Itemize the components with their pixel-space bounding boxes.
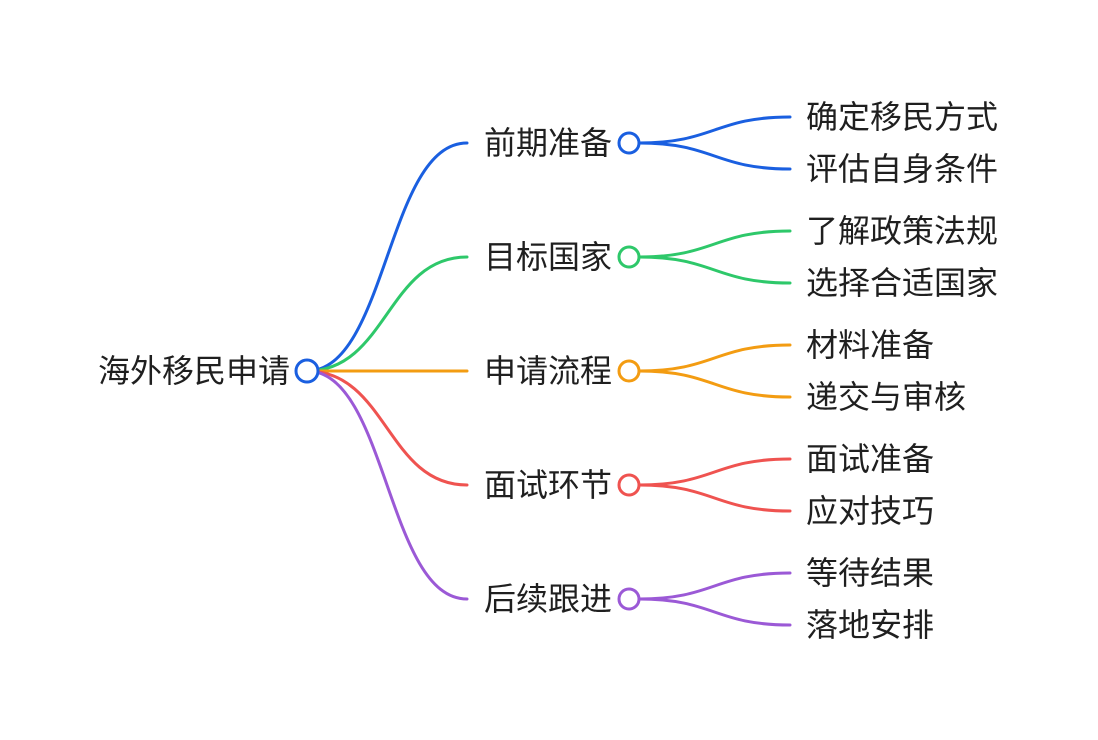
- child-node-label: 递交与审核: [806, 378, 966, 416]
- branch-node-label: 申请流程: [484, 352, 612, 390]
- link-root-to-branch-4: [305, 369, 469, 487]
- branch-collapse-toggle[interactable]: [617, 587, 641, 611]
- link-layer: [305, 115, 792, 627]
- child-node-label: 确定移民方式: [806, 98, 998, 136]
- branch-node-label: 前期准备: [484, 124, 612, 162]
- child-node-label: 落地安排: [806, 606, 934, 644]
- root-collapse-toggle[interactable]: [294, 358, 320, 384]
- link-branch-1-child-1: [637, 115, 792, 145]
- child-node-label: 选择合适国家: [806, 264, 998, 302]
- link-branch-4-child-1: [637, 457, 792, 487]
- link-branch-5-child-1: [637, 571, 792, 601]
- branch-collapse-toggle[interactable]: [617, 473, 641, 497]
- child-node-label: 应对技巧: [806, 492, 934, 530]
- root-node-label: 海外移民申请: [98, 352, 290, 390]
- link-root-to-branch-5: [305, 369, 469, 601]
- branch-node-label: 后续跟进: [484, 580, 612, 618]
- branch-collapse-toggle[interactable]: [617, 245, 641, 269]
- link-root-to-branch-2: [305, 255, 469, 373]
- branch-node-label: 面试环节: [484, 466, 612, 504]
- link-branch-1-child-2: [637, 141, 792, 171]
- branch-collapse-toggle[interactable]: [617, 359, 641, 383]
- child-node-label: 了解政策法规: [806, 212, 998, 250]
- link-root-to-branch-1: [305, 141, 469, 373]
- branch-node-label: 目标国家: [484, 238, 612, 276]
- link-branch-4-child-2: [637, 483, 792, 513]
- link-branch-2-child-2: [637, 255, 792, 285]
- child-node-label: 面试准备: [806, 440, 934, 478]
- child-node-label: 评估自身条件: [806, 150, 998, 188]
- child-node-label: 等待结果: [806, 554, 934, 592]
- child-node-label: 材料准备: [806, 326, 934, 364]
- link-branch-2-child-1: [637, 229, 792, 259]
- branch-collapse-toggle[interactable]: [617, 131, 641, 155]
- link-branch-3-child-2: [637, 369, 792, 399]
- link-branch-5-child-2: [637, 597, 792, 627]
- link-branch-3-child-1: [637, 343, 792, 373]
